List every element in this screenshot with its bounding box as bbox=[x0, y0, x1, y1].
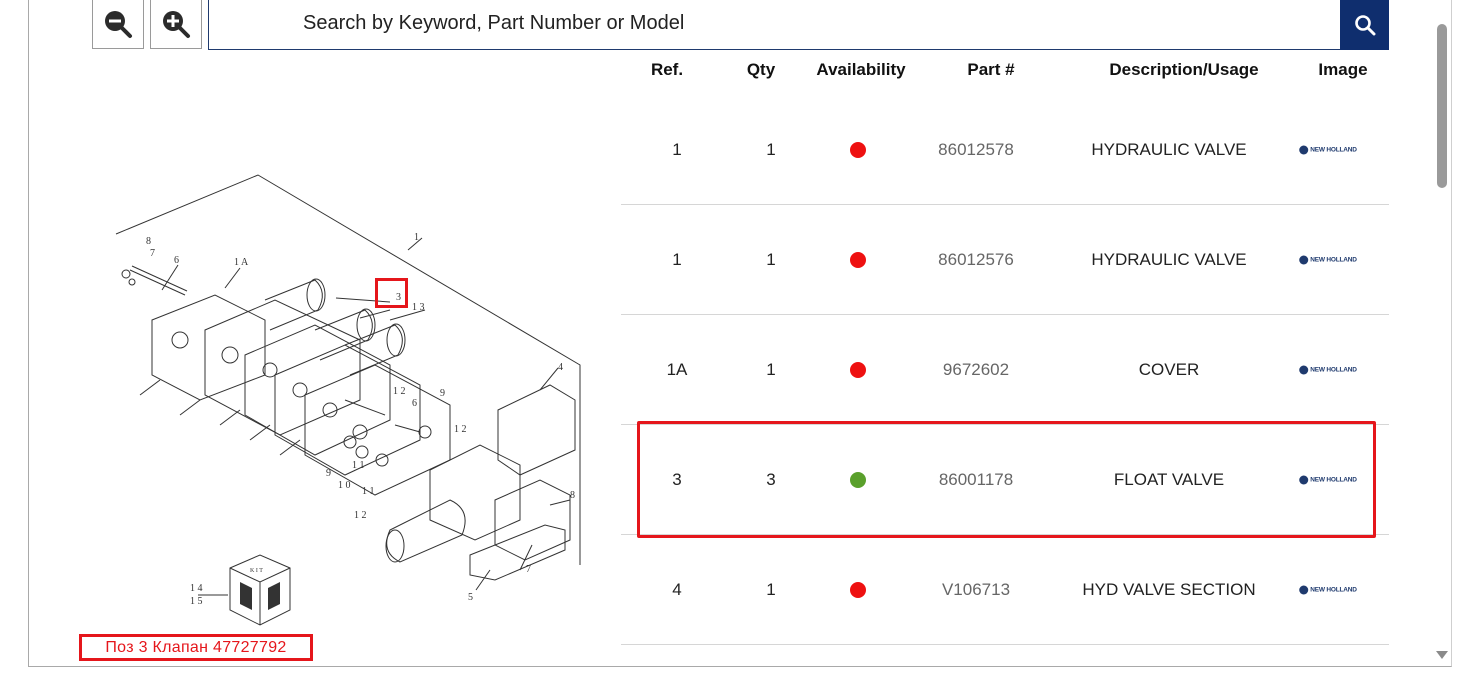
parts-diagram[interactable]: 8 7 6 1 A 1 3 1 3 4 1 2 9 6 1 2 9 1 0 1 … bbox=[100, 170, 600, 630]
diagram-label: 4 bbox=[558, 362, 563, 373]
row-ref: 1A bbox=[666, 359, 688, 379]
diagram-label: 9 bbox=[326, 468, 331, 479]
diagram-label: 1 A bbox=[234, 257, 249, 268]
row-ref: 3 bbox=[672, 469, 682, 489]
availability-dot bbox=[850, 471, 866, 488]
table-row[interactable]: 3 3 86001178 FLOAT VALVE NEW HOLLAND bbox=[621, 425, 1389, 535]
row-ref: 1 bbox=[672, 139, 682, 159]
row-description: FLOAT VALVE bbox=[1113, 469, 1225, 489]
header-qty: Qty bbox=[746, 60, 776, 79]
zoom-in-icon bbox=[163, 11, 190, 38]
new-holland-logo[interactable]: NEW HOLLAND bbox=[1299, 585, 1357, 594]
new-holland-logo[interactable]: NEW HOLLAND bbox=[1299, 475, 1357, 484]
diagram-label: 1 2 bbox=[393, 386, 406, 397]
header-description: Description/Usage bbox=[1109, 60, 1259, 79]
diagram-kit-glyphs bbox=[240, 582, 280, 610]
diagram-label: 6 bbox=[412, 398, 417, 409]
new-holland-logo[interactable]: NEW HOLLAND bbox=[1299, 255, 1357, 264]
row-part-number[interactable]: V106713 bbox=[941, 579, 1011, 599]
scrollbar-thumb[interactable] bbox=[1437, 24, 1447, 188]
search-bar bbox=[208, 0, 1340, 50]
header-part-number: Part # bbox=[967, 60, 1015, 79]
leaf-icon bbox=[1299, 475, 1309, 484]
row-ref: 4 bbox=[672, 579, 682, 599]
row-part-number[interactable]: 86012578 bbox=[938, 139, 1014, 159]
row-qty: 1 bbox=[766, 139, 776, 159]
row-part-number[interactable]: 9672602 bbox=[942, 359, 1010, 379]
availability-dot bbox=[850, 581, 866, 598]
annotation-note: Поз 3 Клапан 47727792 bbox=[79, 634, 313, 661]
diagram-label: 1 1 bbox=[352, 460, 365, 471]
availability-dot bbox=[850, 361, 866, 378]
diagram-label: 8 bbox=[570, 490, 575, 501]
leaf-icon bbox=[1299, 365, 1309, 374]
row-qty: 1 bbox=[766, 579, 776, 599]
search-button[interactable] bbox=[1340, 0, 1389, 50]
zoom-out-button[interactable] bbox=[92, 0, 144, 49]
diagram-label: 1 0 bbox=[338, 480, 351, 491]
availability-dot bbox=[850, 251, 866, 268]
diagram-label: 7 bbox=[526, 564, 531, 575]
leaf-icon bbox=[1299, 145, 1309, 154]
row-description: COVER bbox=[1138, 359, 1200, 379]
row-description: HYDRAULIC VALVE bbox=[1091, 139, 1247, 159]
leaf-icon bbox=[1299, 255, 1309, 264]
scroll-down-icon[interactable] bbox=[1436, 651, 1448, 659]
diagram-label: 1 5 bbox=[190, 596, 203, 607]
header-image: Image bbox=[1318, 60, 1368, 79]
diagram-label: 1 1 bbox=[362, 486, 375, 497]
diagram-label: 6 bbox=[174, 255, 179, 266]
row-qty: 3 bbox=[766, 469, 776, 489]
header-ref: Ref. bbox=[650, 60, 684, 79]
diagram-label: 1 3 bbox=[412, 302, 425, 313]
diagram-label: K I T bbox=[250, 568, 263, 574]
zoom-out-icon bbox=[105, 11, 132, 38]
callout-highlight-marker bbox=[375, 278, 408, 308]
diagram-label: 1 bbox=[414, 232, 419, 243]
leaf-icon bbox=[1299, 585, 1309, 594]
availability-dot bbox=[850, 141, 866, 158]
highlighted-row-marker bbox=[637, 421, 1376, 538]
row-description: HYD VALVE SECTION bbox=[1082, 579, 1256, 599]
search-input[interactable] bbox=[303, 8, 1303, 38]
diagram-label: 1 2 bbox=[454, 424, 467, 435]
row-qty: 1 bbox=[766, 249, 776, 269]
row-qty: 1 bbox=[766, 359, 776, 379]
annotation-text: Поз 3 Клапан 47727792 bbox=[105, 638, 287, 656]
new-holland-logo[interactable]: NEW HOLLAND bbox=[1299, 365, 1357, 374]
diagram-label: 1 2 bbox=[354, 510, 367, 521]
search-icon bbox=[1354, 15, 1375, 36]
diagram-label: 7 bbox=[150, 248, 155, 259]
row-description: HYDRAULIC VALVE bbox=[1091, 249, 1247, 269]
diagram-label: 8 bbox=[146, 236, 151, 247]
content-frame bbox=[28, 0, 1452, 667]
row-part-number[interactable]: 86012576 bbox=[938, 249, 1014, 269]
diagram-label: 3 bbox=[396, 292, 401, 303]
row-part-number[interactable]: 86001178 bbox=[938, 469, 1014, 489]
header-availability: Availability bbox=[816, 60, 906, 79]
row-ref: 1 bbox=[672, 249, 682, 269]
zoom-in-button[interactable] bbox=[150, 0, 202, 49]
diagram-label: 1 4 bbox=[190, 583, 203, 594]
table-row[interactable]: 4 1 V106713 HYD VALVE SECTION NEW HOLLAN… bbox=[621, 535, 1389, 645]
diagram-label: 5 bbox=[468, 592, 473, 603]
table-row[interactable]: 1 1 86012578 HYDRAULIC VALVE NEW HOLLAND bbox=[621, 95, 1389, 205]
table-row[interactable]: 1A 1 9672602 COVER NEW HOLLAND bbox=[621, 315, 1389, 425]
table-row[interactable]: 1 1 86012576 HYDRAULIC VALVE NEW HOLLAND bbox=[621, 205, 1389, 315]
new-holland-logo[interactable]: NEW HOLLAND bbox=[1299, 145, 1357, 154]
diagram-label: 9 bbox=[440, 388, 445, 399]
